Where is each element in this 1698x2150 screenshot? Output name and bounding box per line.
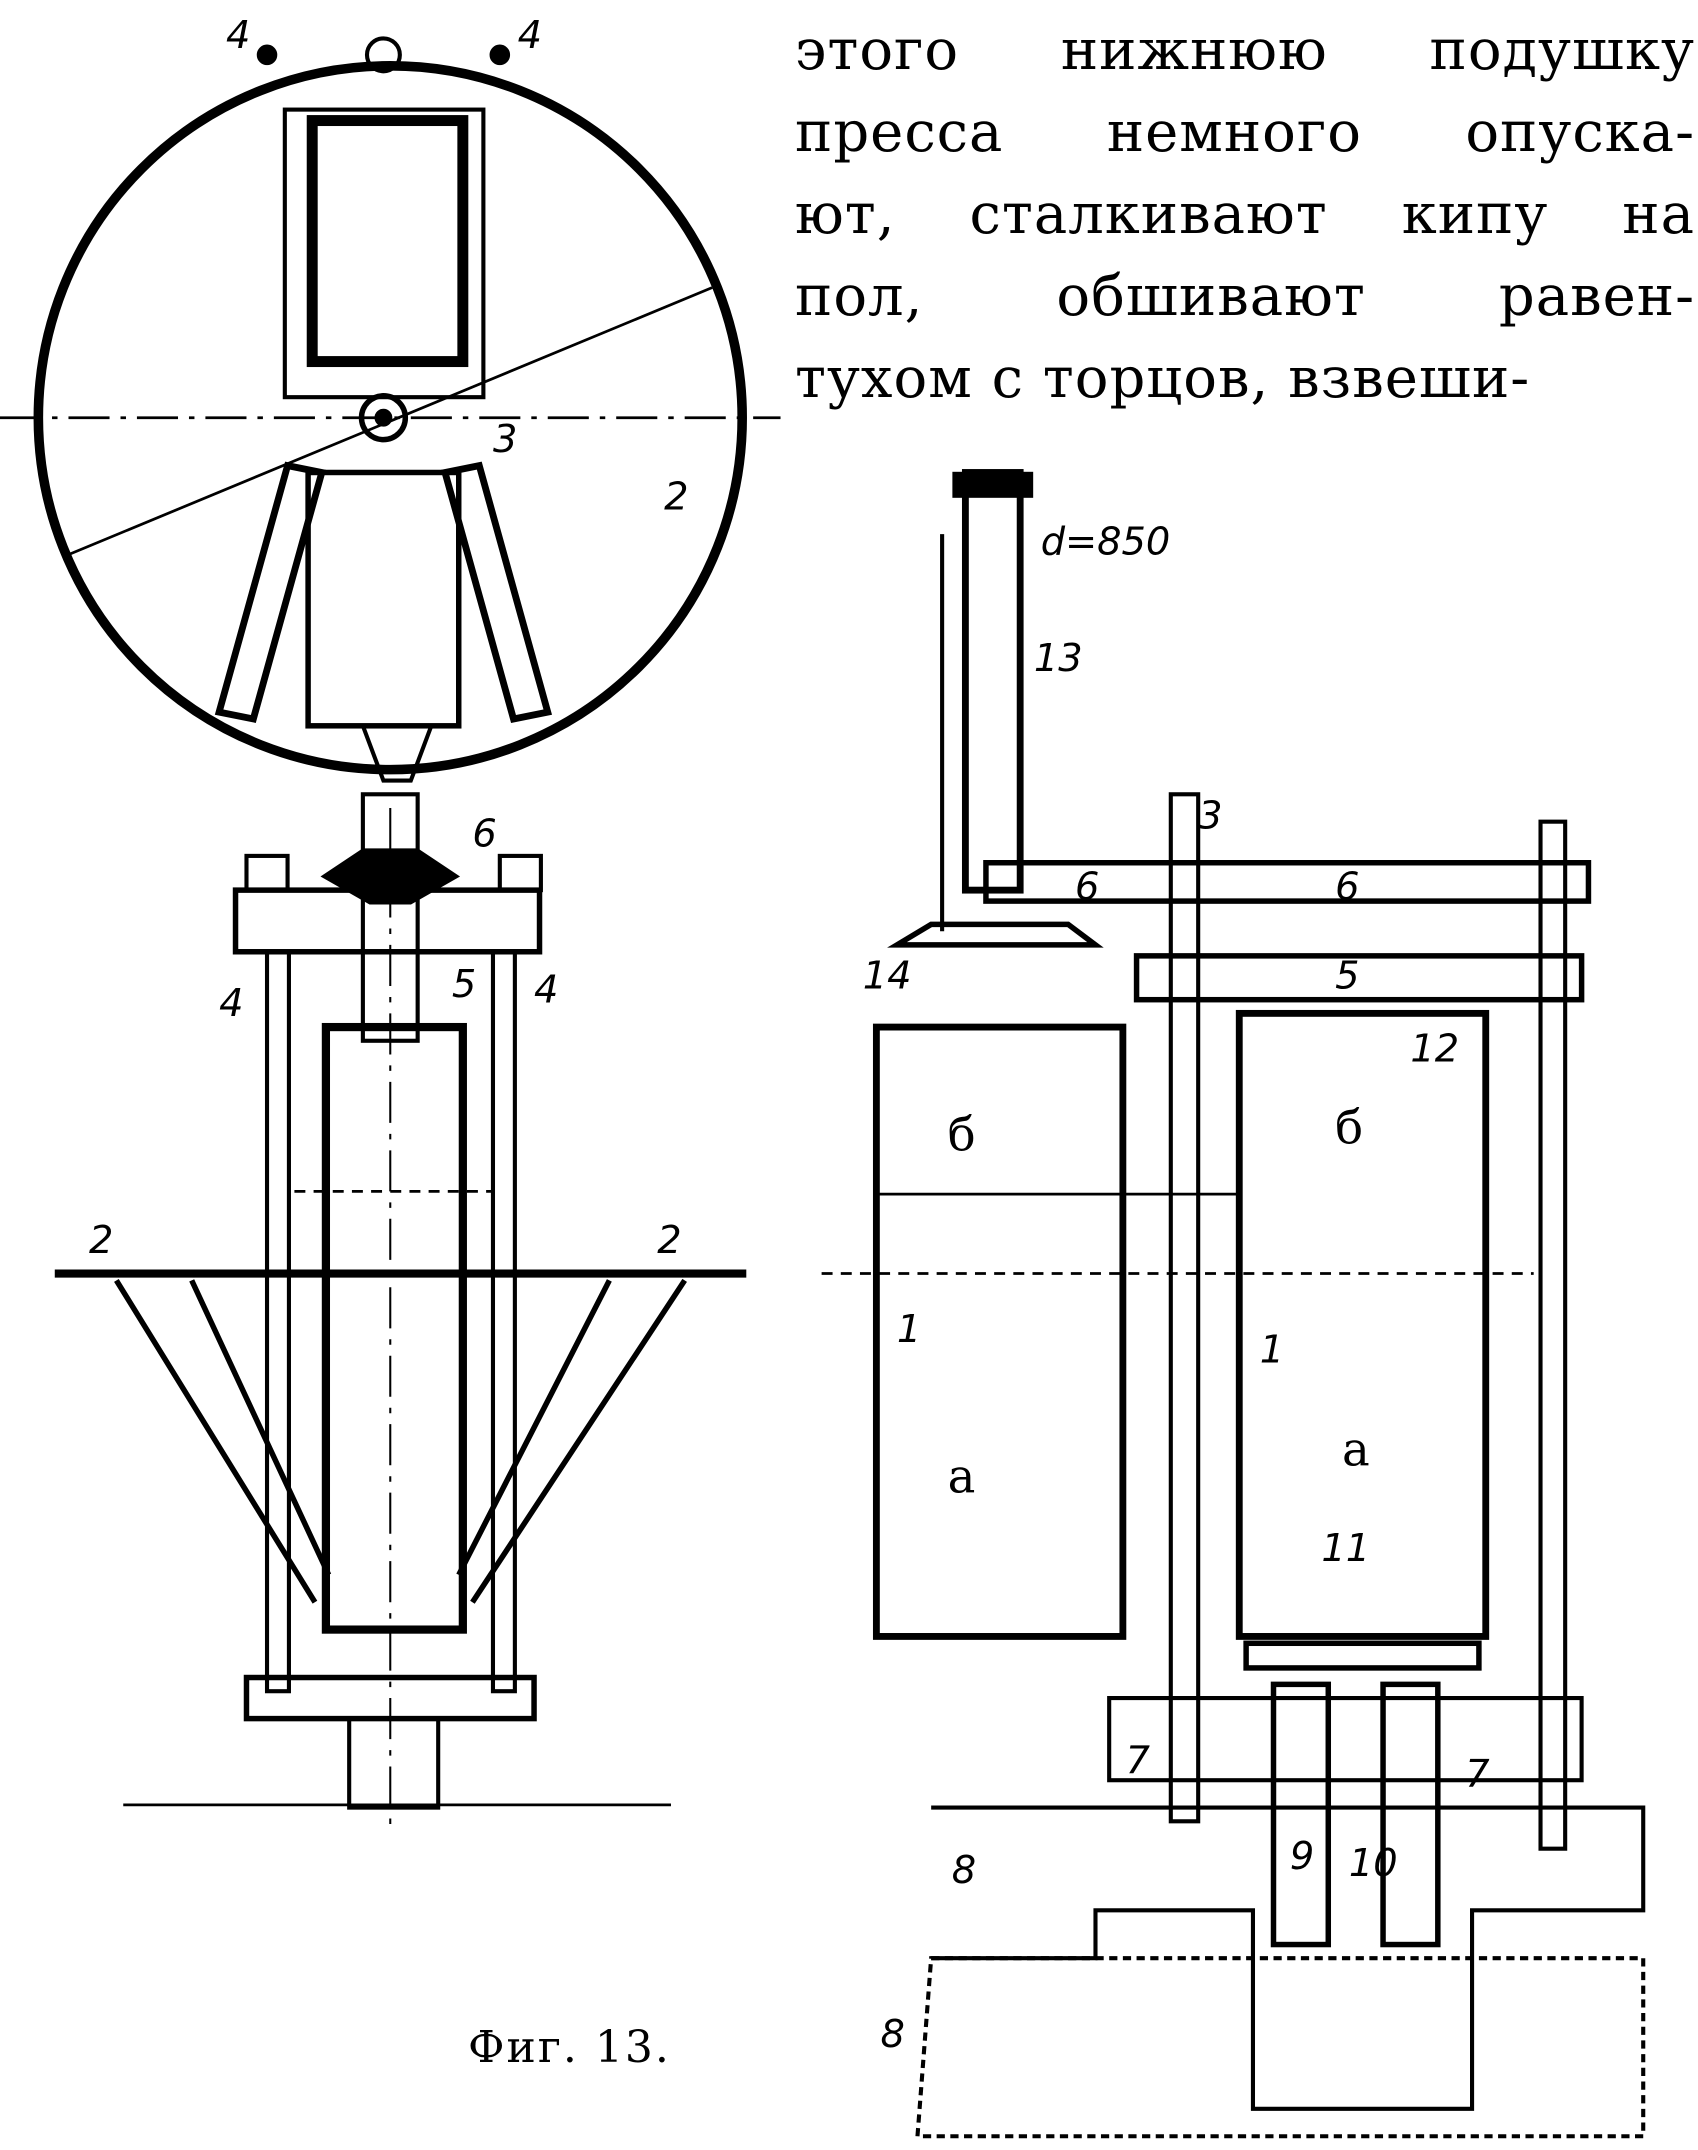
label: 2 xyxy=(89,1218,113,1263)
label: 6 xyxy=(1075,865,1099,910)
label: 3 xyxy=(1198,794,1222,839)
label: 3 xyxy=(493,417,517,462)
label: 5 xyxy=(452,962,476,1007)
label: a xyxy=(1342,1422,1370,1476)
label: 12 xyxy=(1410,1026,1459,1071)
label: 9 xyxy=(1290,1834,1314,1879)
label: 1 xyxy=(897,1307,921,1352)
label: 13 xyxy=(1034,636,1083,681)
label: 2 xyxy=(657,1218,681,1263)
label: 4 xyxy=(534,967,558,1012)
label: 11 xyxy=(1321,1526,1370,1571)
label: 6 xyxy=(472,811,496,856)
label: б xyxy=(948,1107,976,1161)
text-line: ют, сталкивают кипу на xyxy=(795,182,1695,247)
side-view xyxy=(54,792,747,1835)
text-line: этого нижнюю подушку xyxy=(795,18,1695,83)
label: 1 xyxy=(1260,1328,1284,1373)
label: 6 xyxy=(1335,865,1359,910)
label: a xyxy=(948,1450,976,1504)
text-line: пол, обшивают равен- xyxy=(795,264,1695,329)
label: 14 xyxy=(863,954,912,999)
section-view xyxy=(821,469,1646,2139)
label: 4 xyxy=(226,13,250,58)
label: б xyxy=(1335,1100,1363,1154)
label: 7 xyxy=(1126,1738,1151,1783)
label: 5 xyxy=(1335,954,1359,999)
label: 8 xyxy=(880,2012,904,2057)
top-view xyxy=(0,36,781,783)
text-line: тухом с торцов, взвеши- xyxy=(795,346,1531,411)
label: 7 xyxy=(1465,1752,1490,1797)
label: d=850 xyxy=(1041,520,1171,565)
label: 4 xyxy=(219,981,243,1026)
label: 2 xyxy=(664,474,688,519)
label: 4 xyxy=(518,13,542,58)
text-line: пресса немного опуска- xyxy=(795,100,1695,165)
body-text: этого нижнюю подушку пресса немного опус… xyxy=(795,10,1695,420)
label: 8 xyxy=(952,1848,976,1893)
label: 10 xyxy=(1349,1841,1398,1886)
figure-caption: Фиг. 13. xyxy=(468,2022,671,2073)
